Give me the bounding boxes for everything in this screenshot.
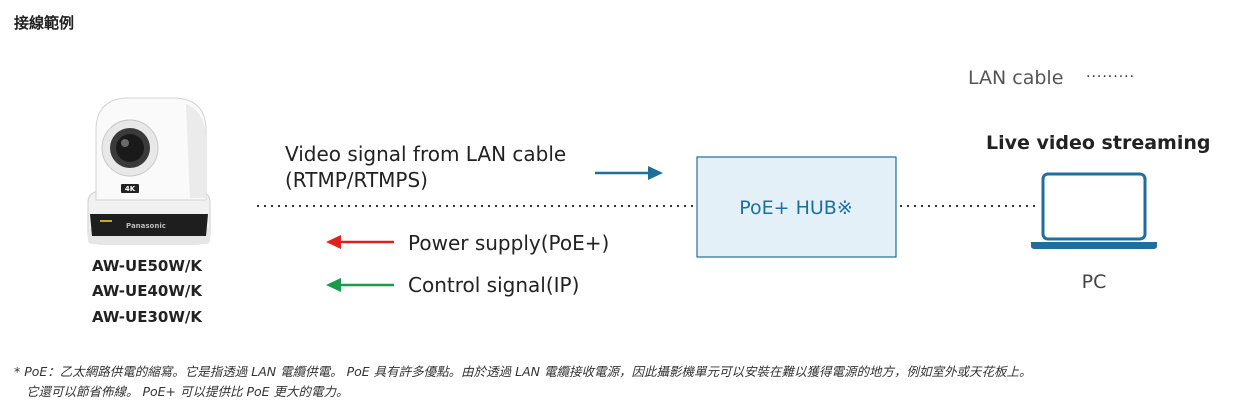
power-supply-label: Power supply(PoE+) [408,231,609,255]
legend-lan-cable-label: LAN cable [968,67,1063,89]
laptop-icon [1031,172,1157,249]
legend-dotted-line-sample: ········· [1086,69,1135,85]
video-signal-protocol-label: (RTMP/RTMPS) [285,168,428,192]
camera-model-label: AW-UE50W/K [92,257,203,275]
video-signal-arrow [595,166,663,180]
camera-model-label: AW-UE30W/K [92,308,203,326]
footnote-line: 它還可以節省佈線。 PoE+ 可以提供比 PoE 更大的電力。 [26,384,349,399]
poe-hub-label: PoE+ HUB※ [739,197,853,219]
control-signal-arrow [326,278,394,292]
page-title: 接線範例 [14,14,75,32]
power-supply-arrow [326,235,394,249]
footnote: * PoE：乙太網路供電的縮寫。它是指透過 LAN 電纜供電。 PoE 具有許多… [14,362,1239,402]
footnote-line: * PoE：乙太網路供電的縮寫。它是指透過 LAN 電纜供電。 PoE 具有許多… [14,364,1032,379]
camera-brand: Panasonic [126,222,166,230]
video-signal-label: Video signal from LAN cable [285,142,566,166]
camera-model-label: AW-UE40W/K [92,282,203,300]
pc-label: PC [1082,271,1107,293]
poe-hub-box [696,156,897,258]
live-streaming-label: Live video streaming [986,132,1210,154]
ptz-camera-icon: 4K Panasonic [87,97,211,245]
control-signal-label: Control signal(IP) [408,273,579,297]
camera-badge: 4K [125,185,136,193]
